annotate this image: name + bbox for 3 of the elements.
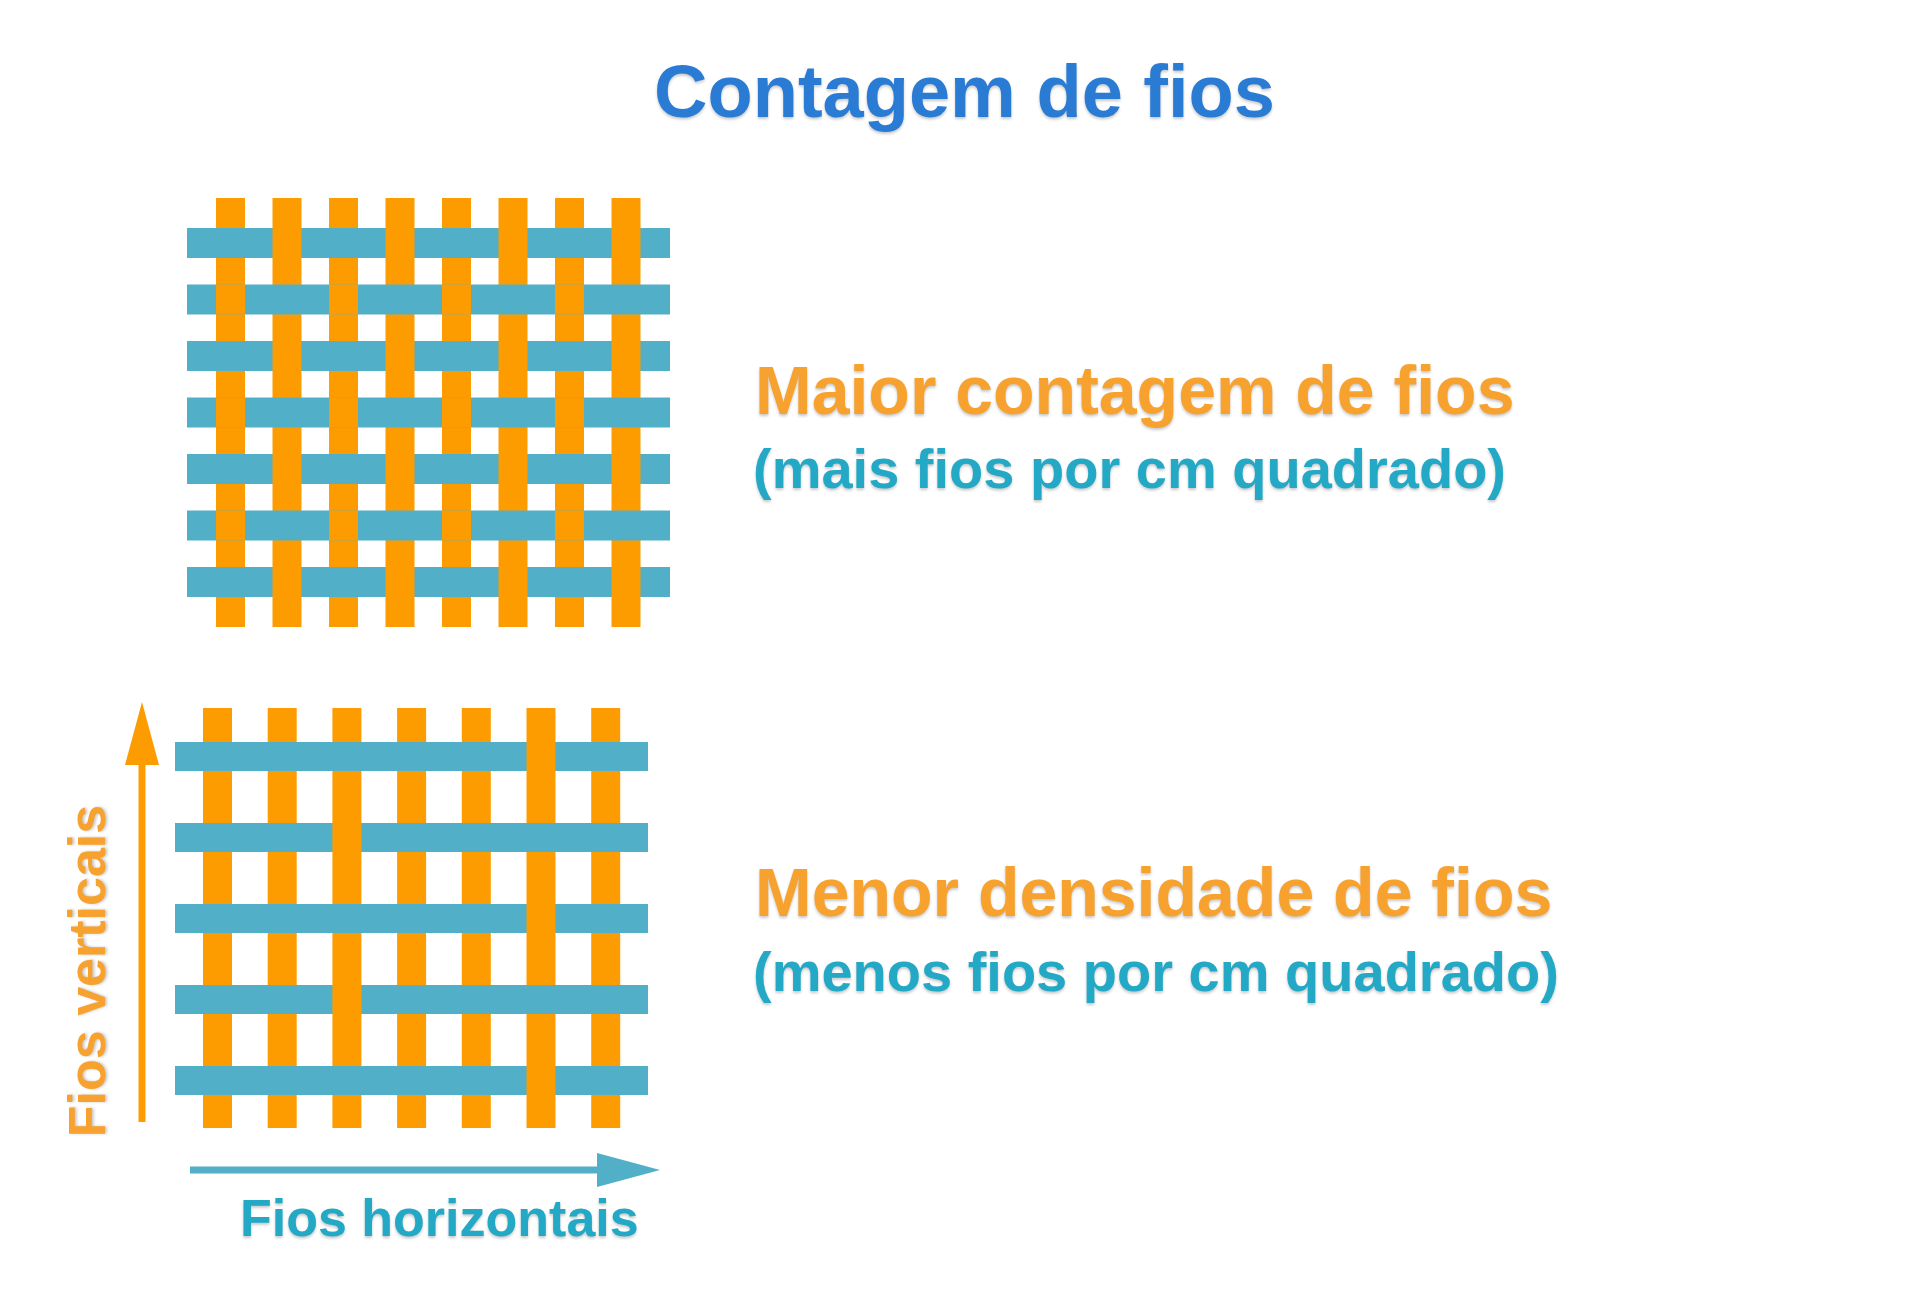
- axis-label: Fios horizontais: [240, 1192, 639, 1244]
- comparison-heading: Menor densidade de fios: [755, 858, 1553, 926]
- axis-label: Fios verticais: [61, 804, 113, 1138]
